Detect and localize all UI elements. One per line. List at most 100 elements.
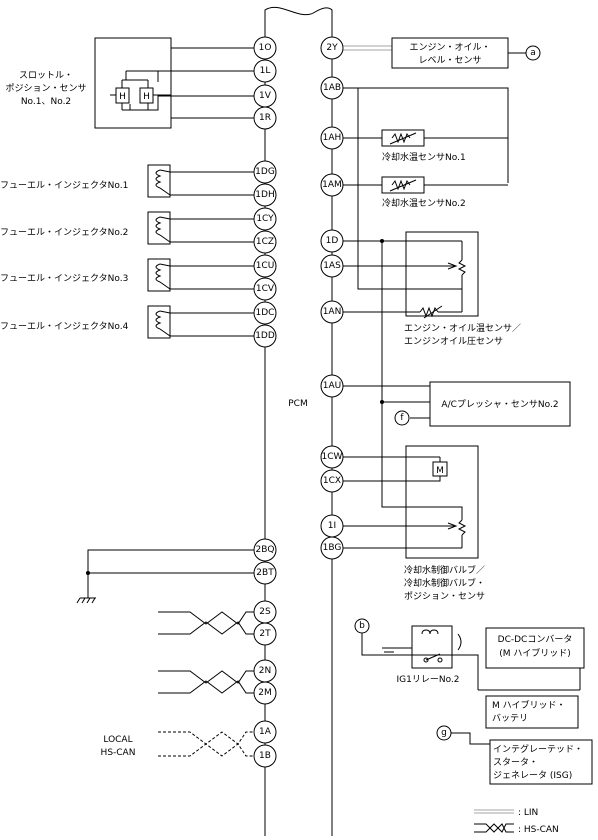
- throttle-label-3: No.1、No.2: [21, 97, 71, 107]
- svg-text:1B: 1B: [259, 751, 271, 761]
- svg-text:1AS: 1AS: [323, 261, 341, 271]
- pin-1CZ: 1CZ: [253, 230, 277, 254]
- throttle-label-2: ポジション・センサ: [5, 83, 86, 94]
- svg-text:1CV: 1CV: [256, 284, 275, 294]
- svg-text:1AB: 1AB: [323, 83, 341, 93]
- injector-1: フューエル・インジェクタNo.1: [0, 164, 254, 198]
- injector-4: フューエル・インジェクタNo.4: [0, 305, 254, 339]
- svg-text:1AH: 1AH: [323, 133, 342, 143]
- ground-circuit: [76, 549, 254, 604]
- pin-2T: 2T: [253, 622, 277, 646]
- pin-2BQ: 2BQ: [253, 538, 277, 562]
- svg-text:1L: 1L: [260, 66, 271, 76]
- pin-2N: 2N: [253, 659, 277, 683]
- ac-pressure-sensor: A/Cプレッシャ・センサNo.2 f: [342, 241, 571, 427]
- svg-text:2N: 2N: [259, 666, 271, 676]
- oil-temp-label-1: エンジン・オイル温センサ／: [404, 323, 521, 334]
- svg-text:2Y: 2Y: [326, 43, 338, 53]
- svg-text:1A: 1A: [259, 727, 272, 737]
- svg-text:1V: 1V: [259, 91, 272, 101]
- local-can-label-1: LOCAL: [103, 735, 132, 745]
- svg-text:1DD: 1DD: [255, 331, 275, 341]
- battery-label-1: M ハイブリッド・: [492, 699, 565, 711]
- oil-temp-label-2: エンジンオイル圧センサ: [404, 336, 503, 347]
- pin-1AN: 1AN: [320, 300, 344, 324]
- pin-2Y: 2Y: [320, 36, 344, 60]
- dcdc-box: [485, 627, 585, 669]
- legend-lin: : LIN: [518, 808, 538, 818]
- pin-1CV: 1CV: [253, 277, 277, 301]
- svg-text:1DC: 1DC: [256, 308, 275, 318]
- svg-text:1AN: 1AN: [323, 307, 342, 317]
- pin-1AM: 1AM: [320, 173, 344, 197]
- svg-text:H: H: [143, 92, 150, 102]
- pin-1AU: 1AU: [320, 374, 344, 398]
- pin-1L: 1L: [253, 59, 277, 83]
- svg-text:2M: 2M: [258, 688, 272, 698]
- twisted-pair-local-can: LOCAL HS-CAN: [101, 731, 254, 758]
- pin-1O: 1O: [253, 36, 277, 60]
- isg-label-2: スタータ・: [493, 757, 538, 768]
- battery-label-2: バッテリ: [492, 713, 528, 724]
- pin-1A: 1A: [253, 720, 277, 744]
- svg-text:2BT: 2BT: [256, 568, 274, 578]
- svg-text:a: a: [530, 48, 536, 58]
- motor-label: M: [436, 466, 444, 476]
- mhybrid-battery: M ハイブリッド・ バッテリ: [485, 695, 579, 729]
- coolant-temp-2-label: 冷却水温センサNo.2: [382, 197, 466, 209]
- valve-label-2: 冷却水制御バルブ・: [404, 577, 485, 589]
- svg-text:1O: 1O: [259, 43, 272, 53]
- pin-1I: 1I: [320, 514, 344, 538]
- svg-text:1CY: 1CY: [256, 214, 274, 224]
- valve-label-3: ポジション・センサ: [404, 591, 485, 602]
- ig1-relay-label: IG1リレーNo.2: [396, 675, 459, 685]
- connector-a: [525, 45, 541, 61]
- throttle-label-1: スロットル・: [19, 71, 73, 81]
- pin-1R: 1R: [253, 106, 277, 130]
- dcdc-label-1: DC-DCコンバータ: [498, 634, 573, 645]
- injector-1-label: フューエル・インジェクタNo.1: [0, 180, 128, 191]
- pin-1CW: 1CW: [320, 445, 344, 469]
- injector-3-label: フューエル・インジェクタNo.3: [0, 273, 128, 284]
- pin-1DC: 1DC: [253, 301, 277, 325]
- twisted-pair-2n-2m: [158, 670, 254, 694]
- isg-box: [489, 739, 593, 785]
- pin-1BG: 1BG: [320, 536, 344, 560]
- oil-level-sensor-box: [391, 37, 509, 69]
- isg: g インテグレーテッド・ スタータ・ ジェネレータ (ISG): [436, 725, 593, 785]
- coolant-control-valve: M 冷却水制御バルブ／ 冷却水制御バルブ・ ポジション・センサ: [342, 402, 485, 602]
- svg-text:H: H: [119, 92, 126, 102]
- injector-2-label: フューエル・インジェクタNo.2: [0, 227, 128, 238]
- svg-text:1CU: 1CU: [256, 261, 275, 271]
- svg-text:1CZ: 1CZ: [256, 237, 274, 247]
- isg-label-3: ジェネレータ (ISG): [493, 770, 572, 781]
- pcm-outline: [264, 6, 333, 836]
- svg-text:1DG: 1DG: [255, 167, 275, 177]
- svg-text:1R: 1R: [259, 113, 271, 123]
- twisted-pair-2s-2t: [158, 611, 254, 635]
- legend: : LIN : HS-CAN: [474, 808, 559, 835]
- ac-pressure-box: [429, 381, 571, 427]
- svg-text:2BQ: 2BQ: [256, 545, 275, 555]
- coolant-temp-sensors: 冷却水温センサNo.1 冷却水温センサNo.2: [342, 87, 509, 209]
- injector-3: フューエル・インジェクタNo.3: [0, 258, 254, 292]
- svg-text:f: f: [400, 413, 404, 423]
- throttle-position-sensor: H H スロットル・ ポジション・センサ No.1、No.2: [5, 37, 254, 129]
- svg-text:1D: 1D: [326, 236, 339, 246]
- dcdc-converter: DC-DCコンバータ (M ハイブリッド): [478, 627, 585, 691]
- svg-text:b: b: [359, 621, 365, 631]
- pin-2BT: 2BT: [253, 561, 277, 585]
- pin-1D: 1D: [320, 229, 344, 253]
- injector-4-label: フューエル・インジェクタNo.4: [0, 321, 129, 332]
- pin-1DG: 1DG: [253, 160, 277, 184]
- svg-text:g: g: [441, 728, 447, 738]
- pin-1CU: 1CU: [253, 254, 277, 278]
- pin-1DD: 1DD: [253, 324, 277, 348]
- isg-label-1: インテグレーテッド・: [493, 743, 583, 755]
- legend-hscan: : HS-CAN: [518, 825, 559, 835]
- svg-text:1AU: 1AU: [323, 381, 341, 391]
- oil-level-label-1: エンジン・オイル・: [409, 42, 490, 53]
- coolant-temp-1-label: 冷却水温センサNo.1: [382, 151, 466, 163]
